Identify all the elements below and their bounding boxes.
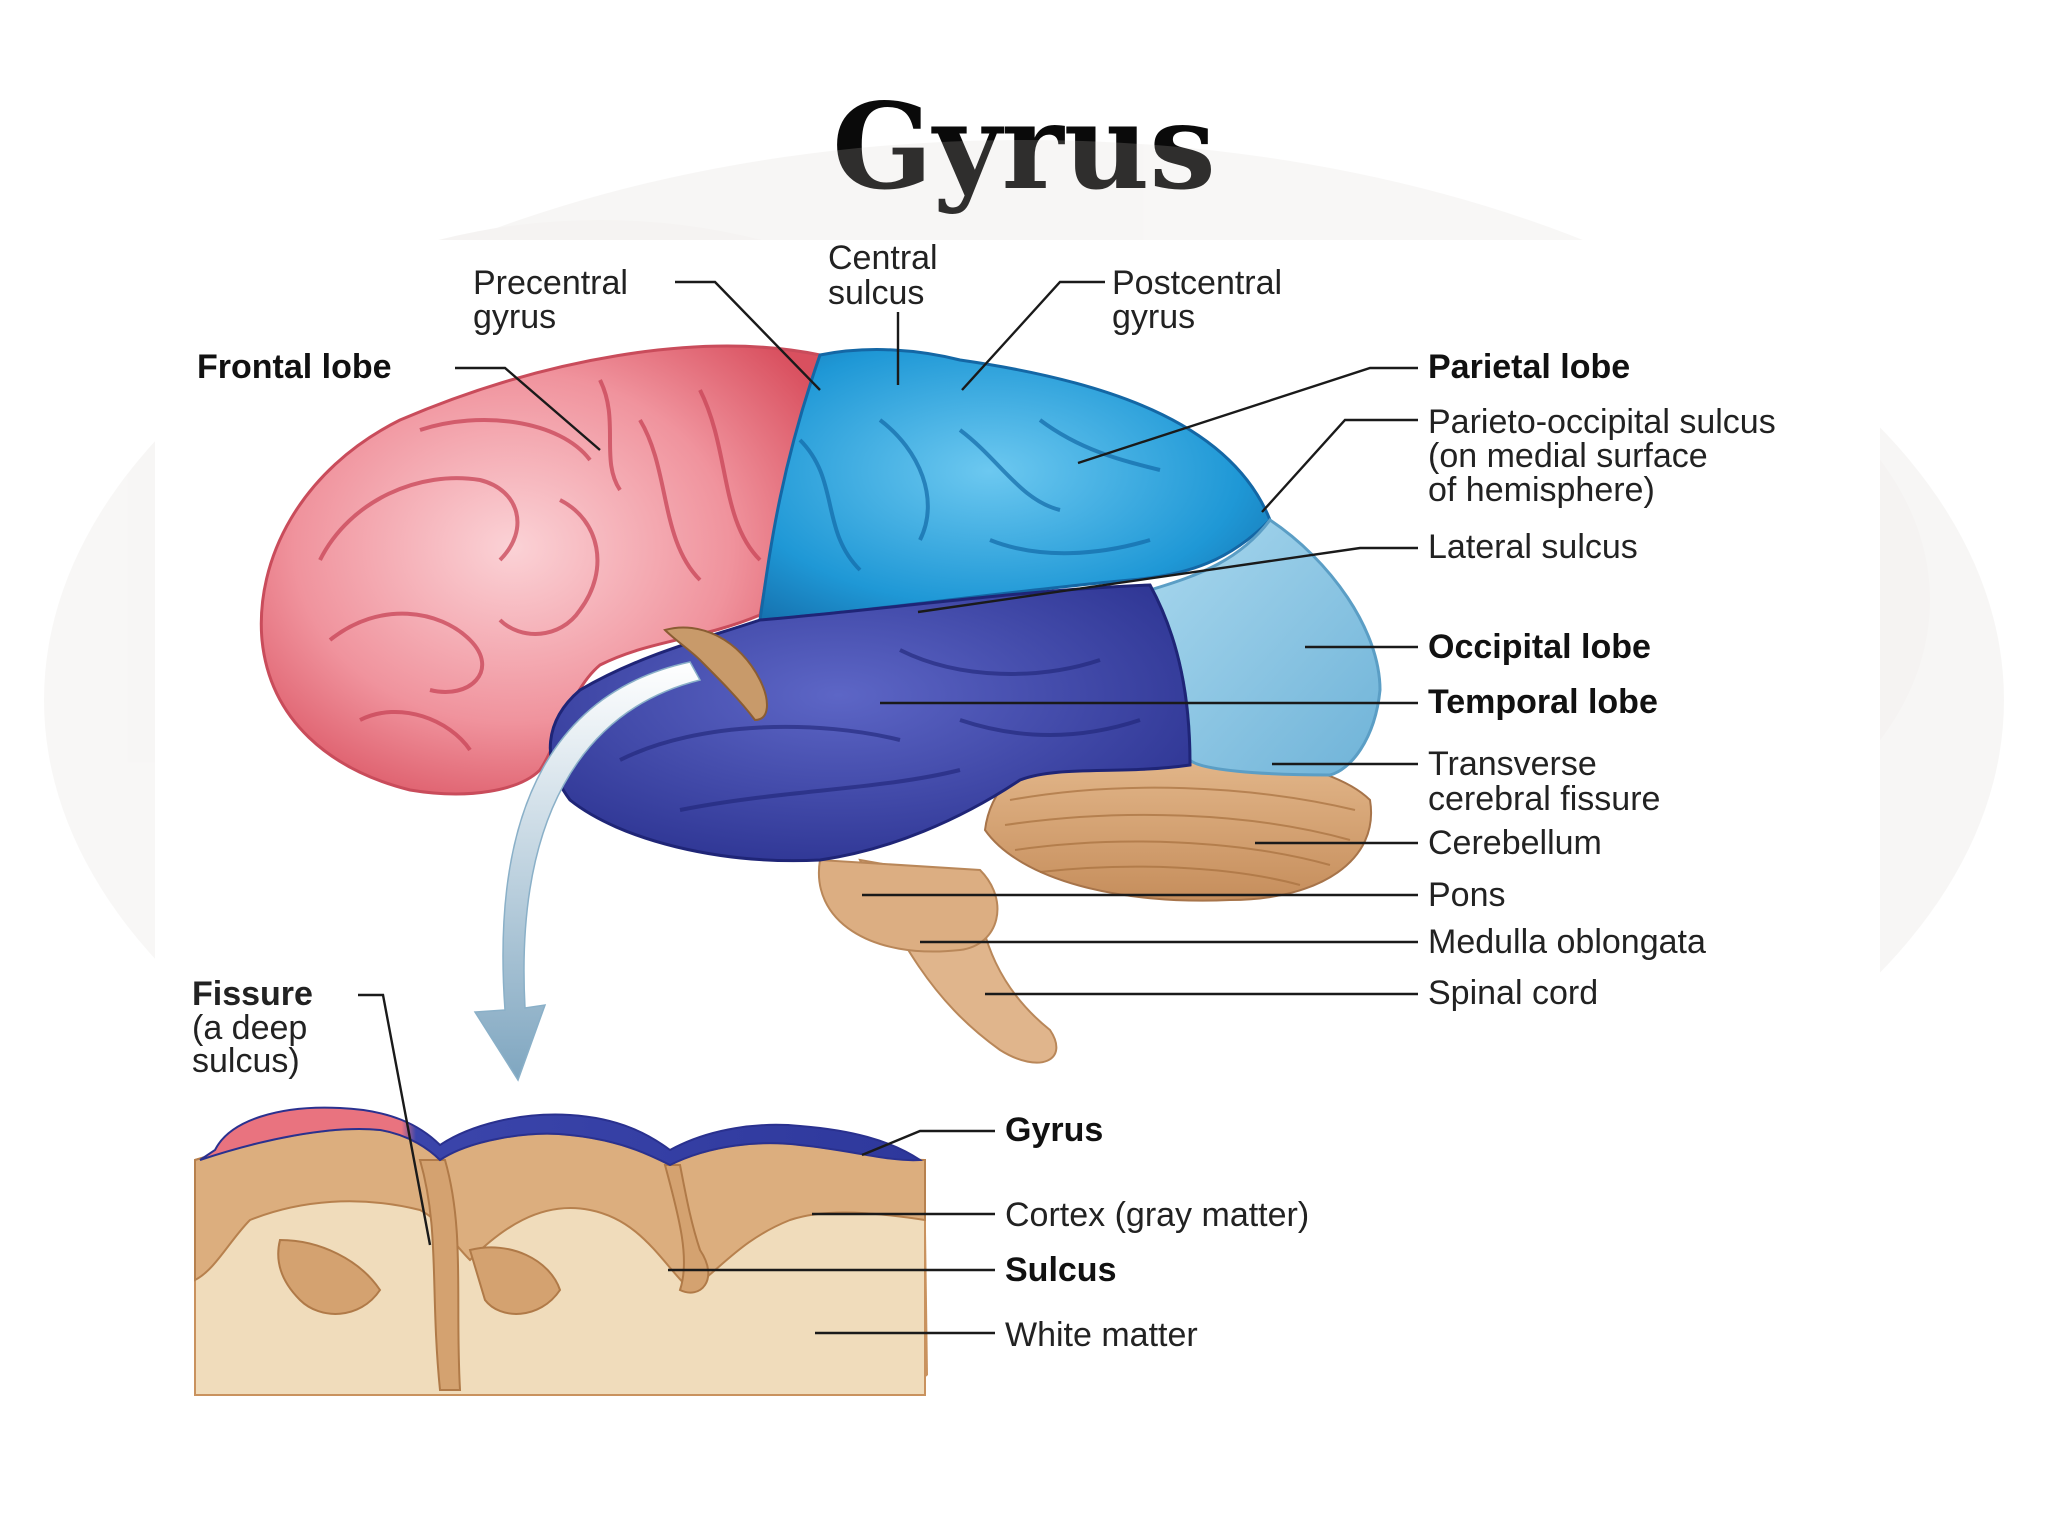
label-gyrus: Gyrus xyxy=(1005,1111,1103,1149)
cerebellum-folia xyxy=(1004,786,1356,886)
leader-precentral-gyrus xyxy=(675,280,821,391)
label-fissure: Fissure (a deep sulcus) xyxy=(192,975,322,1080)
frontal-gyri xyxy=(318,379,762,752)
occipital-lobe-shape xyxy=(1147,517,1382,777)
page-title: Gyrus xyxy=(0,88,2048,206)
label-precentral-gyrus: Precentral gyrus xyxy=(473,264,637,336)
leader-parietal-lobe xyxy=(1077,366,1418,465)
diagram-labels: Precentral gyrus Central sulcus Postcent… xyxy=(192,239,1785,1354)
insula-flap xyxy=(663,626,768,722)
label-cerebellum: Cerebellum xyxy=(1428,824,1602,862)
leader-postcentral-gyrus xyxy=(961,280,1105,391)
label-occipital-lobe: Occipital lobe xyxy=(1428,628,1651,666)
leader-gyrus xyxy=(861,1129,995,1157)
label-postcentral-gyrus: Postcentral gyrus xyxy=(1112,264,1292,336)
label-lateral-sulcus: Lateral sulcus xyxy=(1428,528,1638,566)
leader-parieto-occipital-sulcus xyxy=(1261,418,1418,513)
cortex-cross-section xyxy=(194,1106,928,1396)
brain-illustration xyxy=(259,344,1382,1082)
label-cortex: Cortex (gray matter) xyxy=(1005,1196,1309,1234)
frontal-lobe-shape xyxy=(259,344,822,796)
label-frontal-lobe: Frontal lobe xyxy=(197,348,392,386)
label-temporal-lobe: Temporal lobe xyxy=(1428,683,1658,721)
label-white-matter: White matter xyxy=(1005,1316,1198,1354)
label-spinal-cord: Spinal cord xyxy=(1428,974,1598,1012)
parietal-gyri xyxy=(798,418,1161,572)
block-top-surface xyxy=(199,1106,924,1167)
leader-fissure xyxy=(358,993,432,1246)
label-sulcus: Sulcus xyxy=(1005,1251,1116,1289)
leader-lines xyxy=(358,280,1418,1335)
leader-lateral-sulcus xyxy=(917,546,1418,614)
label-central-sulcus: Central sulcus xyxy=(828,239,947,312)
label-parieto-occipital-sulcus: Parieto-occipital sulcus (on medial surf… xyxy=(1428,403,1785,509)
label-parietal-lobe: Parietal lobe xyxy=(1428,348,1630,386)
label-pons: Pons xyxy=(1428,876,1506,914)
zoom-arrow xyxy=(473,661,702,1082)
pons-shape xyxy=(817,858,999,953)
label-medulla-oblongata: Medulla oblongata xyxy=(1428,923,1706,961)
label-transverse-cerebral-fissure: Transverse cerebral fissure xyxy=(1428,745,1660,818)
temporal-gyri xyxy=(619,648,1141,812)
sulcus-folds xyxy=(277,1159,710,1391)
leader-frontal-lobe xyxy=(455,366,601,451)
